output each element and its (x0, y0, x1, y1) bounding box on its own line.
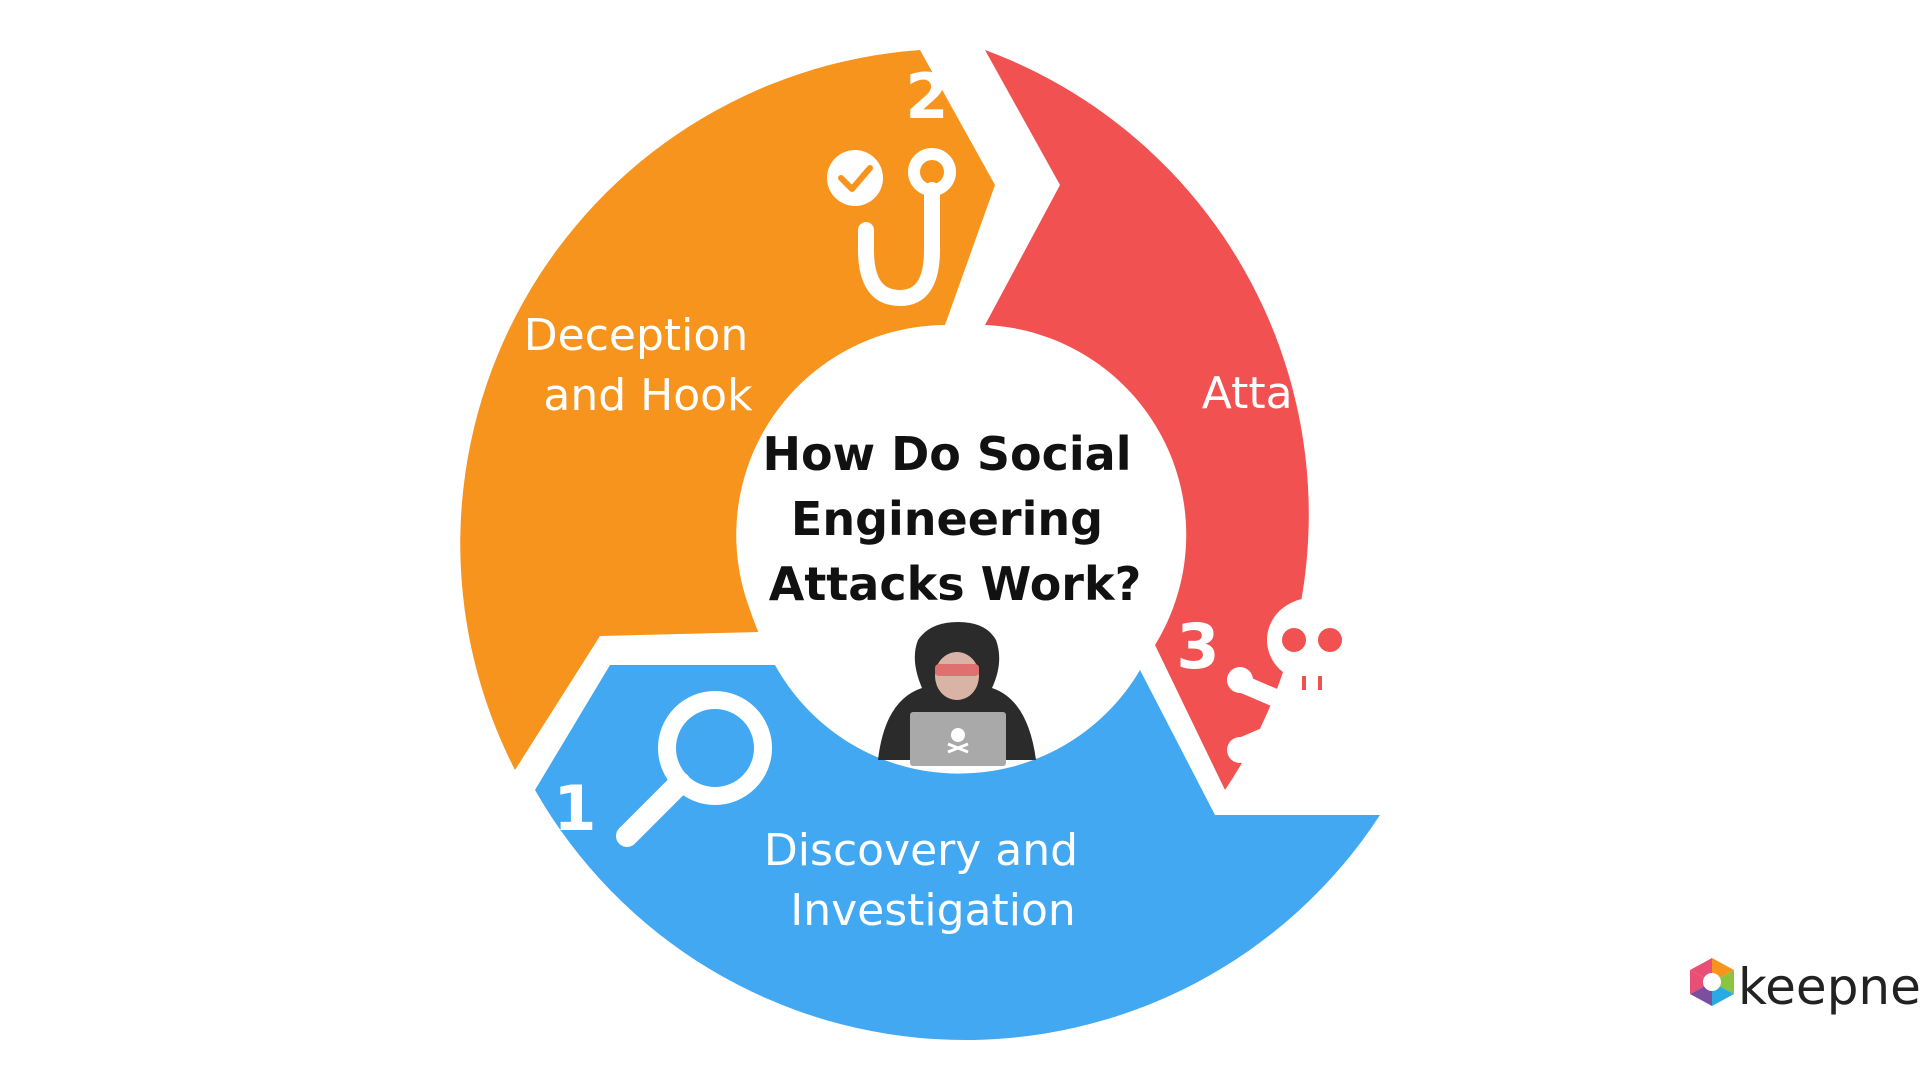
step-3-label-line-1: Attack (1202, 368, 1343, 419)
center-title: How Do Social Engineering Attacks Work? (762, 427, 1147, 611)
skull-crossbones-icon (1227, 598, 1403, 763)
step-3-label: Attack (1202, 368, 1343, 419)
skull-icon (947, 728, 969, 754)
step-2-label: Deception and Hook (524, 310, 762, 421)
step-2-number: 2 (905, 60, 948, 133)
fishing-hook-icon (827, 148, 956, 307)
center-title-line-3: Attacks Work? (769, 557, 1142, 611)
center-title-line-2: Engineering (791, 492, 1103, 546)
step-1-label: Discovery and Investigation (764, 825, 1092, 936)
step-2-label-line-1: Deception (524, 310, 748, 361)
keepnet-hexagon-icon (1690, 958, 1734, 1006)
step-3-number: 3 (1176, 610, 1219, 683)
step-1-label-line-1: Discovery and (764, 825, 1078, 876)
keepnet-logo: keepnet (1690, 958, 1920, 1016)
center-title-line-1: How Do Social (762, 427, 1131, 481)
brand-name: keepnet (1738, 958, 1920, 1016)
step-1-number: 1 (553, 772, 596, 845)
attack-segment (985, 50, 1309, 790)
center-circle (740, 330, 1170, 760)
step-1-label-line-2: Investigation (790, 885, 1076, 936)
magnifier-icon (616, 691, 772, 847)
hooded-hacker (878, 622, 1036, 766)
discovery-segment (535, 665, 1380, 1041)
step-2-label-line-2: and Hook (543, 370, 753, 421)
